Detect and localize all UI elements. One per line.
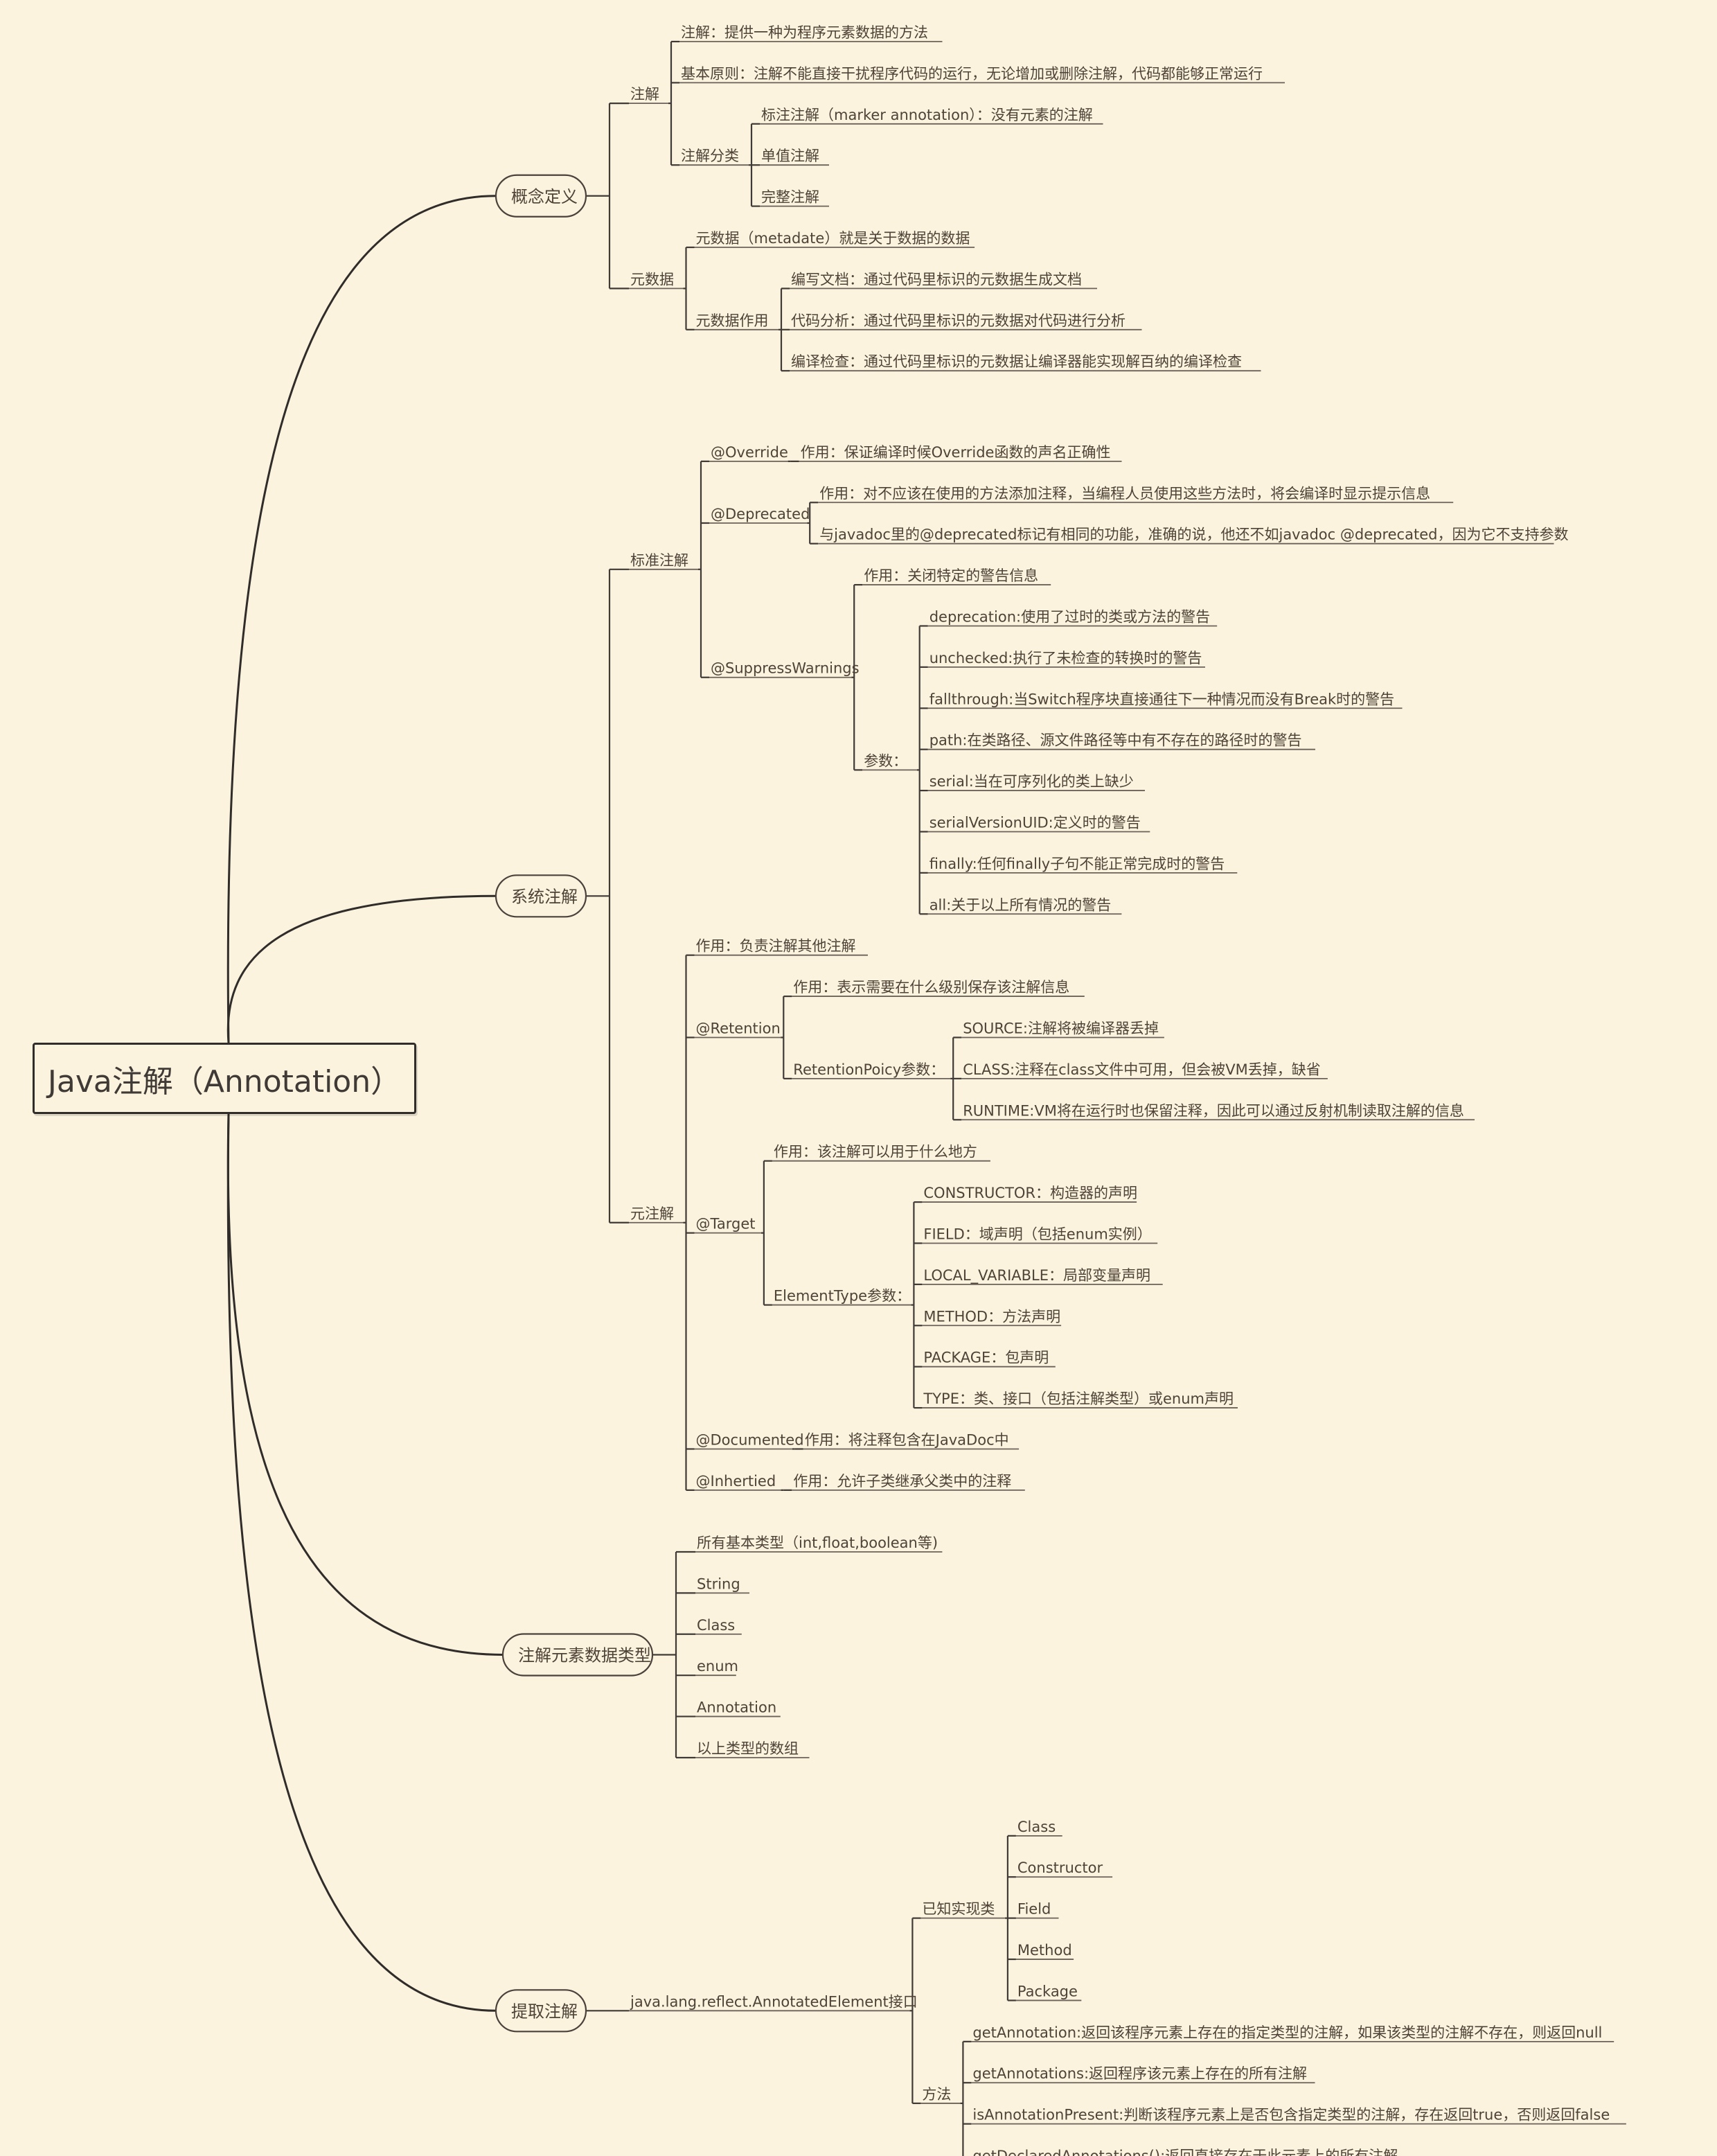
subtopic-label[interactable]: 方法 <box>922 2086 951 2103</box>
subtopic-label[interactable]: enum <box>697 1658 738 1675</box>
subtopic-label[interactable]: TYPE：类、接口（包括注解类型）或enum声明 <box>923 1390 1234 1407</box>
subtopic-label[interactable]: 元数据 <box>630 271 674 288</box>
main-topic-pill[interactable] <box>495 174 587 218</box>
subtopic-label[interactable]: fallthrough:当Switch程序块直接通往下一种情况而没有Break时… <box>929 691 1394 707</box>
subtopic-label[interactable]: 基本原则：注解不能直接干扰程序代码的运行，无论增加或删除注解，代码都能够正常运行 <box>681 65 1263 82</box>
subtopic-label[interactable]: 所有基本类型（int,float,boolean等) <box>697 1535 938 1551</box>
main-topic-label: 提取注解 <box>511 2002 578 2021</box>
subtopic-label[interactable]: 作用：对不应该在使用的方法添加注释，当编程人员使用这些方法时，将会编译时显示提示… <box>819 485 1430 502</box>
subtopic-label[interactable]: isAnnotationPresent:判断该程序元素上是否包含指定类型的注解，… <box>972 2107 1610 2123</box>
subtopic-label[interactable]: serialVersionUID:定义时的警告 <box>929 814 1141 831</box>
subtopic-label[interactable]: 注解：提供一种为程序元素数据的方法 <box>681 24 928 41</box>
subtopic-label[interactable]: 元数据作用 <box>696 312 769 329</box>
subtopic-label[interactable]: Class <box>1017 1819 1056 1835</box>
subtopic-label[interactable]: 注解 <box>630 86 659 103</box>
subtopic-label[interactable]: METHOD：方法声明 <box>923 1308 1060 1325</box>
root-to-topic-curve <box>226 1113 504 1656</box>
subtopic-label[interactable]: Package <box>1017 1983 1078 1999</box>
subtopic-label[interactable]: 作用：关闭特定的警告信息 <box>864 567 1038 584</box>
subtopic-label[interactable]: @Override <box>711 444 788 461</box>
subtopic-label[interactable]: getAnnotation:返回该程序元素上存在的指定类型的注解，如果该类型的注… <box>972 2024 1602 2041</box>
subtopic-label[interactable]: Class <box>697 1617 735 1634</box>
main-topic-pill[interactable] <box>495 1989 587 2033</box>
subtopic-label[interactable]: 已知实现类 <box>922 1901 995 1918</box>
subtopic-label[interactable]: 元注解 <box>630 1205 674 1222</box>
subtopic-label[interactable]: 作用：该注解可以用于什么地方 <box>774 1144 977 1160</box>
subtopic-label[interactable]: RetentionPoicy参数： <box>793 1061 945 1078</box>
subtopic-label[interactable]: 编译检查：通过代码里标识的元数据让编译器能实现解百纳的编译检查 <box>791 353 1242 370</box>
subtopic-label[interactable]: SOURCE:注解将被编译器丢掉 <box>963 1020 1159 1036</box>
subtopic-label[interactable]: 作用：将注释包含在JavaDoc中 <box>805 1431 1009 1448</box>
subtopic-label[interactable]: @Inhertied <box>696 1473 776 1490</box>
root-to-topic-curve <box>226 894 497 1043</box>
subtopic-label[interactable]: 作用：表示需要在什么级别保存该注解信息 <box>793 979 1069 996</box>
subtopic-label[interactable]: 注解分类 <box>681 148 739 164</box>
subtopic-label[interactable]: 作用：允许子类继承父类中的注释 <box>793 1473 1011 1490</box>
main-topic-label: 系统注解 <box>511 887 578 906</box>
subtopic-label[interactable]: @Documented <box>696 1431 804 1448</box>
subtopic-label[interactable]: 标准注解 <box>630 552 688 569</box>
subtopic-label[interactable]: getAnnotations:返回程序该元素上存在的所有注解 <box>972 2065 1307 2082</box>
subtopic-label[interactable]: String <box>697 1575 740 1592</box>
main-topic-pill[interactable] <box>495 874 587 918</box>
subtopic-label[interactable]: 单值注解 <box>761 148 819 164</box>
subtopic-label[interactable]: @Target <box>696 1216 756 1232</box>
subtopic-label[interactable]: 与javadoc里的@deprecated标记有相同的功能，准确的说，他还不如j… <box>819 527 1568 543</box>
subtopic-label[interactable]: PACKAGE：包声明 <box>923 1350 1049 1366</box>
subtopic-label[interactable]: Annotation <box>697 1699 776 1716</box>
subtopic-label[interactable]: 标注注解（marker annotation）：没有元素的注解 <box>761 107 1093 123</box>
subtopic-label[interactable]: CLASS:注释在class文件中可用，但会被VM丢掉，缺省 <box>963 1061 1321 1078</box>
subtopic-label[interactable]: ElementType参数： <box>774 1288 911 1305</box>
subtopic-label[interactable]: FIELD：域声明（包括enum实例） <box>923 1226 1151 1242</box>
subtopic-label[interactable]: serial:当在可序列化的类上缺少 <box>929 773 1134 790</box>
subtopic-label[interactable]: RUNTIME:VM将在运行时也保留注释，因此可以通过反射机制读取注解的信息 <box>963 1102 1464 1119</box>
root-label: Java注解（Annotation） <box>47 1063 402 1099</box>
subtopic-label[interactable]: deprecation:使用了过时的类或方法的警告 <box>929 608 1210 625</box>
main-topic-label: 概念定义 <box>511 187 578 206</box>
subtopic-label[interactable]: 编写文档：通过代码里标识的元数据生成文档 <box>791 271 1082 288</box>
subtopic-label[interactable]: java.lang.reflect.AnnotatedElement接口 <box>630 1993 918 2010</box>
subtopic-label[interactable]: all:关于以上所有情况的警告 <box>929 896 1112 913</box>
subtopic-label[interactable]: getDeclaredAnnotations():返回直接存在于此元素上的所有注… <box>972 2148 1398 2156</box>
subtopic-label[interactable]: finally:任何finally子句不能正常完成时的警告 <box>929 856 1225 872</box>
subtopic-label[interactable]: 参数： <box>864 752 907 769</box>
subtopic-label[interactable]: 以上类型的数组 <box>697 1740 799 1757</box>
main-topic-pill[interactable] <box>501 1633 654 1677</box>
root-to-topic-curve <box>226 1113 497 2012</box>
subtopic-label[interactable]: LOCAL_VARIABLE：局部变量声明 <box>923 1267 1150 1284</box>
subtopic-label[interactable]: CONSTRUCTOR：构造器的声明 <box>923 1185 1137 1201</box>
subtopic-label[interactable]: 作用：负责注解其他注解 <box>696 938 856 955</box>
subtopic-label[interactable]: 作用：保证编译时候Override函数的声名正确性 <box>801 444 1111 461</box>
subtopic-label[interactable]: @Deprecated <box>711 506 810 522</box>
subtopic-label[interactable]: 代码分析：通过代码里标识的元数据对代码进行分析 <box>791 312 1126 329</box>
subtopic-label[interactable]: 完整注解 <box>761 189 819 206</box>
main-topic-label: 注解元素数据类型 <box>518 1645 651 1665</box>
subtopic-label[interactable]: path:在类路径、源文件路径等中有不存在的路径时的警告 <box>929 732 1302 749</box>
subtopic-label[interactable]: @SuppressWarnings <box>711 660 860 677</box>
root-to-topic-curve <box>226 195 497 1043</box>
subtopic-label[interactable]: @Retention <box>696 1020 781 1036</box>
subtopic-label[interactable]: 元数据（metadate）就是关于数据的数据 <box>696 230 970 247</box>
subtopic-label[interactable]: Method <box>1017 1942 1072 1959</box>
subtopic-label[interactable]: unchecked:执行了未检查的转换时的警告 <box>929 650 1202 666</box>
subtopic-label[interactable]: Constructor <box>1017 1859 1103 1876</box>
subtopic-label[interactable]: Field <box>1017 1901 1051 1918</box>
root-node[interactable]: Java注解（Annotation） <box>33 1043 416 1114</box>
